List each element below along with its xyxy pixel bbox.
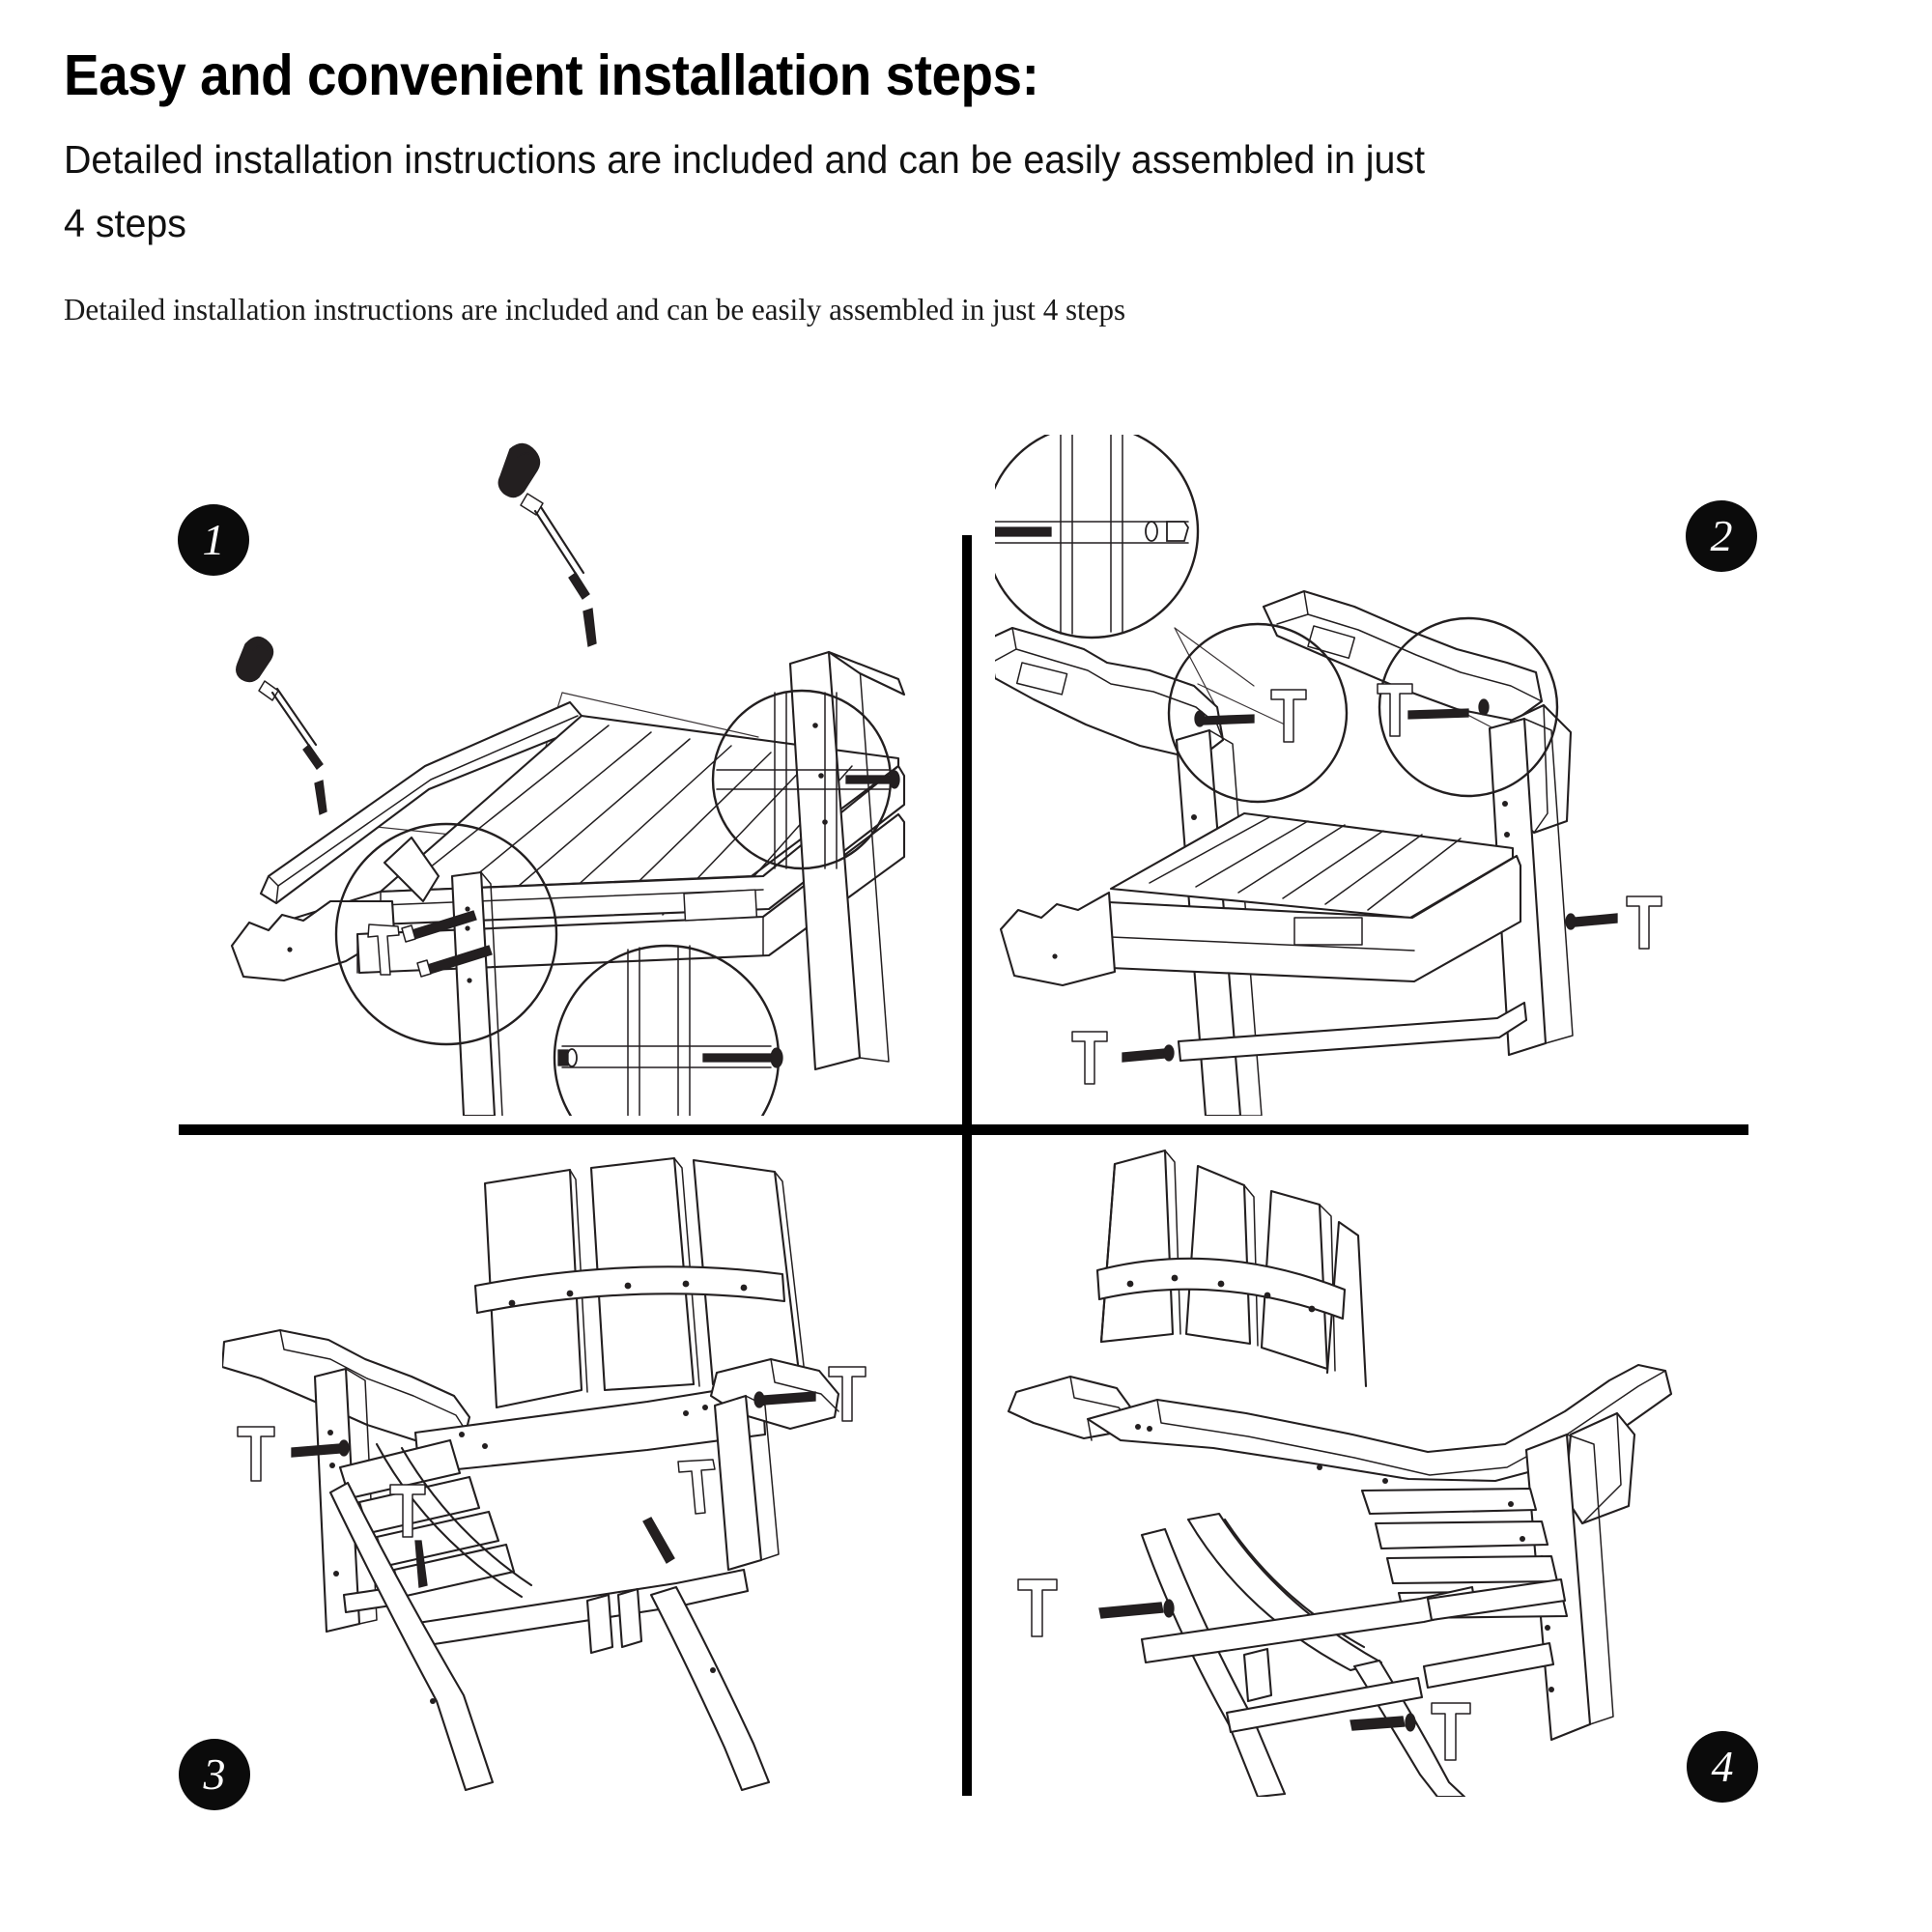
step-2-illustration: [995, 435, 1758, 1116]
detail-callout-left-arm-bolt: [1167, 622, 1349, 804]
mid-rail: [1225, 1676, 1424, 1734]
rear-block: [1242, 1647, 1273, 1703]
hex-wrench-icon: [1377, 683, 1413, 737]
left-rear-post: [383, 836, 440, 903]
fastener-right: [582, 608, 597, 647]
hex-wrench-icon: [1270, 689, 1307, 743]
step-3-illustration: [222, 1154, 956, 1792]
bolt-assembly-left: [237, 1426, 350, 1482]
left-front-leg: [450, 870, 503, 1116]
detail-callout-upper-joint: [711, 689, 900, 870]
bolt-assembly-center: [389, 1484, 428, 1588]
front-apron: [1107, 854, 1522, 983]
bottom-stretcher-low: [1422, 1641, 1555, 1690]
bolt-assembly-right-lower: [642, 1459, 716, 1564]
left-contoured-wing: [230, 899, 396, 982]
bolt-assembly-right-arm: [753, 1366, 867, 1422]
rear-posts: [585, 1587, 643, 1655]
hex-wrench-icon: [367, 923, 400, 976]
page-title: Easy and convenient installation steps:: [64, 43, 1039, 107]
right-armrest: [1262, 589, 1544, 723]
detail-callout-top-joint: [995, 435, 1200, 639]
step-number-3: 3: [203, 1749, 226, 1799]
vertical-divider: [962, 535, 972, 1796]
bottom-stretcher-rear: [1426, 1577, 1567, 1622]
step-badge-2: 2: [1686, 500, 1757, 572]
step-badge-4: 4: [1687, 1731, 1758, 1803]
screwdriver-icon-left: [236, 636, 324, 770]
left-curved-leg: [1140, 1527, 1287, 1797]
header-text-block: Easy and convenient installation steps: …: [64, 43, 1609, 327]
right-back-brace: [827, 650, 906, 696]
left-curved-leg: [328, 1481, 495, 1792]
step-badge-3: 3: [179, 1739, 250, 1810]
step-number-4: 4: [1711, 1742, 1734, 1791]
detail-callout-right-arm-bolt: [1377, 616, 1559, 798]
screwdriver-icon-right: [497, 442, 590, 600]
page-subtitle: Detailed installation instructions are i…: [64, 136, 1426, 246]
backrest-cross-brace: [473, 1265, 786, 1315]
detail-callout-bolts: [334, 822, 558, 1046]
seat-slats: [1109, 811, 1515, 920]
left-contoured-wing: [999, 891, 1117, 987]
step-4-illustration: [995, 1145, 1758, 1797]
page-caption: Detailed installation instructions are i…: [64, 291, 1126, 327]
fastener-left: [314, 780, 327, 815]
bolt-assembly-bottom-left: [1071, 1031, 1175, 1085]
step-badge-1: 1: [178, 504, 249, 576]
bolt-assembly-bottom-right: [1350, 1702, 1471, 1761]
detail-callout-bolt-joint: [553, 944, 783, 1116]
backrest-cross-brace: [1095, 1257, 1347, 1321]
right-armrest-near: [1086, 1363, 1673, 1484]
right-curved-leg: [649, 1585, 771, 1792]
bottom-stretcher: [1177, 1001, 1528, 1063]
bolt-assembly-left: [1017, 1578, 1175, 1637]
step-number-2: 2: [1710, 511, 1733, 560]
rear-seat-curve: [375, 1442, 533, 1599]
step-1-illustration: [222, 440, 956, 1116]
step-number-1: 1: [202, 515, 225, 564]
bolt-assembly-right: [1565, 895, 1662, 950]
seat-slats: [1360, 1487, 1569, 1620]
